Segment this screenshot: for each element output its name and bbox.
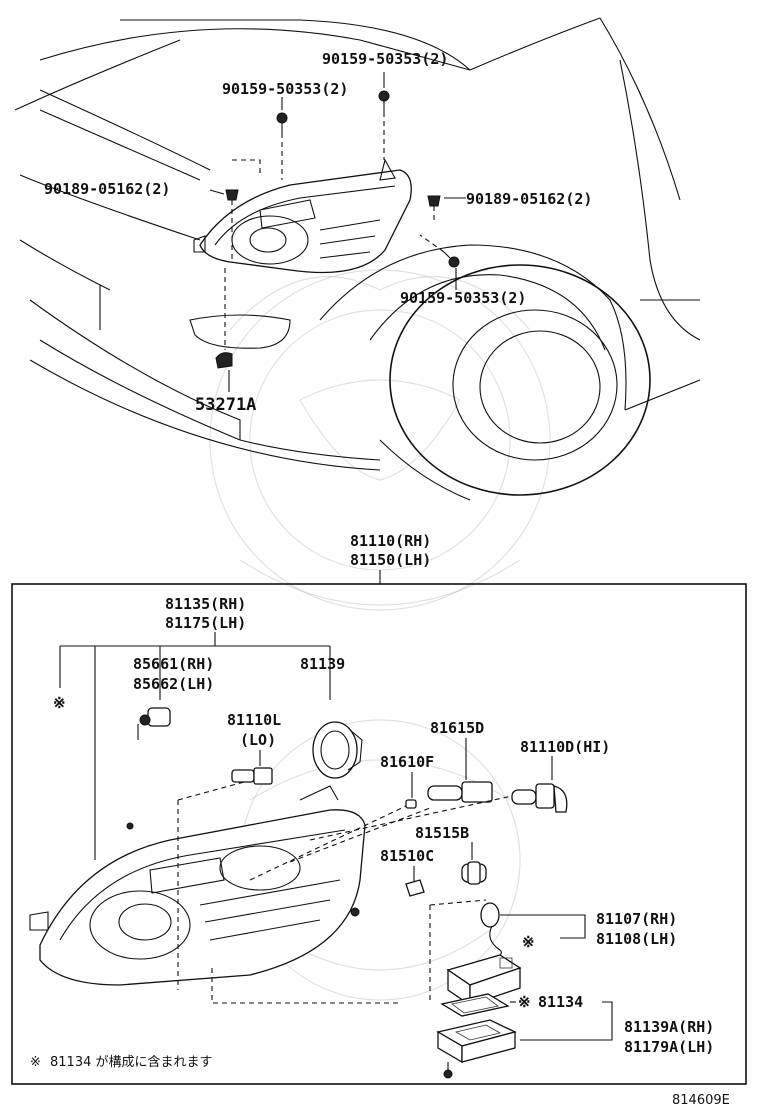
fog-lamp-recess: [189, 314, 291, 349]
front-wheel: [389, 264, 651, 496]
callout-bracket-lh: 81179A(LH): [624, 1038, 714, 1056]
callout-gasket: 81134: [538, 993, 583, 1011]
bulb-hi-icon: [511, 783, 568, 813]
callout-bulb-81510c: 81510C: [380, 847, 434, 865]
footnote-mark: ※: [30, 1055, 41, 1070]
gasket-icon: [440, 993, 510, 1017]
callout-bracket: 53271A: [195, 395, 256, 415]
fasteners-top: [209, 72, 466, 392]
callout-bolt-lower: 90159-50353(2): [400, 289, 526, 307]
bolt-icon: [378, 90, 390, 112]
vehicle-outline: [14, 17, 701, 501]
ref-mark: ※: [53, 694, 66, 712]
headlamp-installed: [193, 158, 412, 274]
callout-bulb-hi: 81110D(HI): [520, 738, 610, 756]
socket-icon: [137, 707, 171, 740]
clip-icon: [225, 189, 239, 201]
cap-ring-icon: [312, 721, 363, 779]
callout-lens-cap: 81139: [300, 655, 345, 673]
callout-clip-right: 90189-05162(2): [466, 190, 592, 208]
bracket-assembly: [436, 1019, 517, 1079]
callout-clip-left: 90189-05162(2): [44, 180, 170, 198]
callout-socket-lh: 85662(LH): [133, 675, 214, 693]
callout-ballast-lh: 81108(LH): [596, 930, 677, 948]
bulb-lo-icon: [231, 767, 273, 785]
callout-bulb-lo: 81110L: [227, 711, 281, 729]
callout-bracket-rh: 81139A(RH): [624, 1018, 714, 1036]
bulb-81610f-icon: [405, 799, 417, 809]
callout-cover-rh: 81135(RH): [165, 595, 246, 613]
ballast-mark: ※: [522, 933, 535, 951]
callout-headlamp-lh: 81150(LH): [350, 551, 431, 569]
callout-cover-lh: 81175(LH): [165, 614, 246, 632]
callout-ballast-rh: 81107(RH): [596, 910, 677, 928]
gasket-mark: ※: [518, 993, 531, 1011]
bulb-81515b-icon: [461, 861, 487, 885]
headlamp-assembly: [29, 785, 366, 986]
callout-bulb-81515b: 81515B: [415, 824, 469, 842]
callout-bulb-lo-tag: (LO): [240, 731, 276, 749]
clip-icon: [427, 195, 441, 207]
callout-bolt-top-left: 90159-50353(2): [222, 80, 348, 98]
bracket-icon: [215, 352, 233, 369]
bulb-81510c-icon: [405, 879, 425, 897]
footnote-text: 81134 が構成に含まれます: [50, 1054, 213, 1070]
bolt-icon: [443, 251, 460, 268]
callout-bulb-81610f: 81610F: [380, 753, 434, 771]
callout-bolt-top-right: 90159-50353(2): [322, 50, 448, 68]
callout-headlamp-rh: 81110(RH): [350, 532, 431, 550]
callout-bulb-815f: 81615D: [430, 719, 484, 737]
diagram-id: 814609E: [672, 1093, 730, 1108]
callout-socket-rh: 85661(RH): [133, 655, 214, 673]
bulb-81615d-icon: [427, 781, 493, 803]
assembly-frame: [11, 583, 747, 1085]
bolt-icon: [276, 112, 288, 133]
